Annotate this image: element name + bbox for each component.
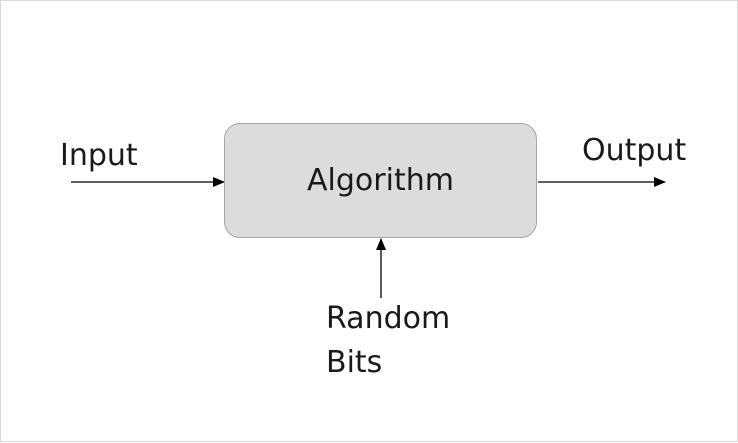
algorithm-box: Algorithm [224, 123, 537, 238]
random-bits-label: Random Bits [326, 297, 450, 385]
random-bits-line-2: Bits [326, 345, 383, 380]
random-bits-line-1: Random [326, 301, 451, 336]
algorithm-label: Algorithm [307, 163, 454, 198]
output-label: Output [582, 133, 687, 168]
input-label: Input [60, 138, 138, 173]
